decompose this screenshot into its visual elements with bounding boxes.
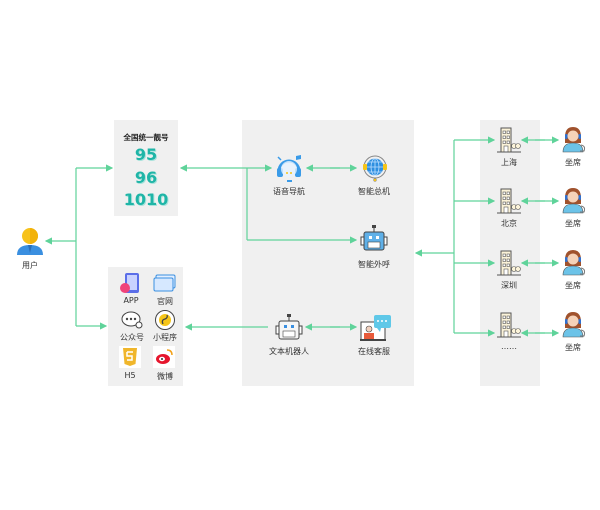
wechat-official-account-icon xyxy=(121,311,143,329)
channel-label-mini-program: 小程序 xyxy=(153,333,177,342)
agent-label: 坐席 xyxy=(565,219,581,228)
smart-switchboard-globe-icon xyxy=(363,155,387,182)
channel-label-app: APP xyxy=(123,296,139,305)
user-label: 用户 xyxy=(22,261,38,270)
app-phone-icon xyxy=(120,273,139,293)
html5-icon xyxy=(119,346,141,368)
user-icon xyxy=(17,228,43,255)
agent-label: 坐席 xyxy=(565,343,581,352)
hotline-number: 1010 xyxy=(123,190,169,209)
channel-label-official-account: 公众号 xyxy=(120,333,144,342)
city-label: 北京 xyxy=(501,219,517,228)
weibo-icon xyxy=(153,346,175,368)
city-building-icon xyxy=(497,250,521,276)
online-service-label: 在线客服 xyxy=(358,347,390,356)
hotline-title: 全国统一靓号 xyxy=(123,133,169,142)
agent-headset-icon xyxy=(562,188,586,214)
agent-headset-icon xyxy=(562,250,586,276)
agent-headset-icon xyxy=(562,127,586,153)
smart-outbound-robot-icon xyxy=(360,225,388,251)
channel-label-website: 官网 xyxy=(157,297,173,306)
agent-label: 坐席 xyxy=(565,158,581,167)
text-robot-label: 文本机器人 xyxy=(269,347,309,356)
channel-label-h5: H5 xyxy=(124,371,136,380)
agent-headset-icon xyxy=(562,312,586,338)
hotline-number: 96 xyxy=(134,168,158,187)
channel-label-weibo: 微博 xyxy=(157,372,173,381)
voice-navigation-headset-icon xyxy=(277,155,301,182)
city-building-icon xyxy=(497,127,521,153)
hotline-panel xyxy=(114,120,178,216)
city-building-icon xyxy=(497,188,521,214)
agent-label: 坐席 xyxy=(565,281,581,290)
hotline-number: 95 xyxy=(134,145,158,164)
voice-navigation-label: 语音导航 xyxy=(273,187,305,196)
text-robot-icon xyxy=(275,314,303,340)
city-label: 深圳 xyxy=(501,281,517,290)
city-label: 上海 xyxy=(501,158,517,167)
city-building-icon xyxy=(497,312,521,338)
website-icon xyxy=(153,274,176,292)
smart-switchboard-label: 智能总机 xyxy=(358,187,390,196)
mini-program-icon xyxy=(155,310,175,330)
city-label: …… xyxy=(501,342,517,351)
online-service-icon xyxy=(360,315,391,341)
smart-outbound-label: 智能外呼 xyxy=(358,260,390,269)
